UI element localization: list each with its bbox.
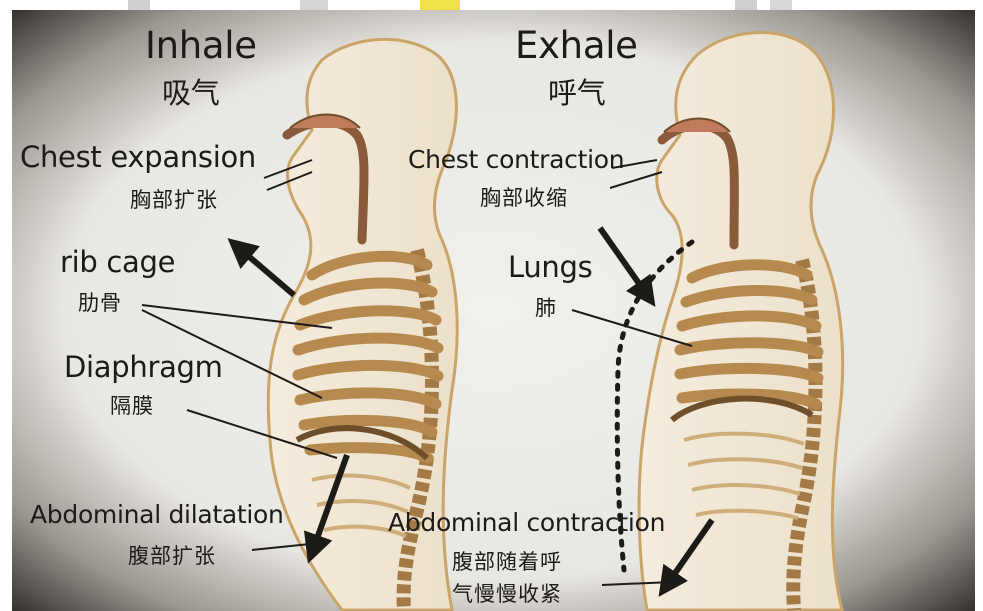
top-bar-block: [770, 0, 792, 10]
top-bar-block: [128, 0, 150, 10]
exhale-title: Exhale: [515, 24, 638, 67]
top-bar-block: [735, 0, 757, 10]
rib-cage-label: rib cage: [60, 245, 175, 279]
abdominal-contraction-label-cn-line2: 气慢慢收紧: [452, 578, 562, 608]
top-bar-highlight: [420, 0, 460, 10]
lungs-label: Lungs: [508, 250, 592, 284]
top-bar-block: [300, 0, 328, 10]
abdominal-dilatation-label-cn: 腹部扩张: [128, 540, 216, 570]
chest-expansion-label: Chest expansion: [20, 140, 256, 174]
chest-contraction-label: Chest contraction: [408, 145, 624, 174]
rib-cage-label-cn: 肋骨: [78, 287, 122, 317]
inhale-title: Inhale: [145, 24, 257, 67]
inhale-title-cn: 吸气: [162, 70, 219, 112]
lungs-label-cn: 肺: [535, 292, 557, 322]
chest-contraction-label-cn: 胸部收缩: [480, 182, 568, 212]
exhale-title-cn: 呼气: [548, 70, 605, 112]
abdominal-contraction-label: Abdominal contraction: [388, 508, 665, 537]
chest-expansion-label-cn: 胸部扩张: [130, 184, 218, 214]
diaphragm-label-cn: 隔膜: [110, 390, 154, 420]
abdominal-dilatation-label: Abdominal dilatation: [30, 500, 284, 529]
diaphragm-label: Diaphragm: [64, 350, 223, 384]
abdominal-contraction-label-cn-line1: 腹部随着呼: [452, 546, 562, 576]
